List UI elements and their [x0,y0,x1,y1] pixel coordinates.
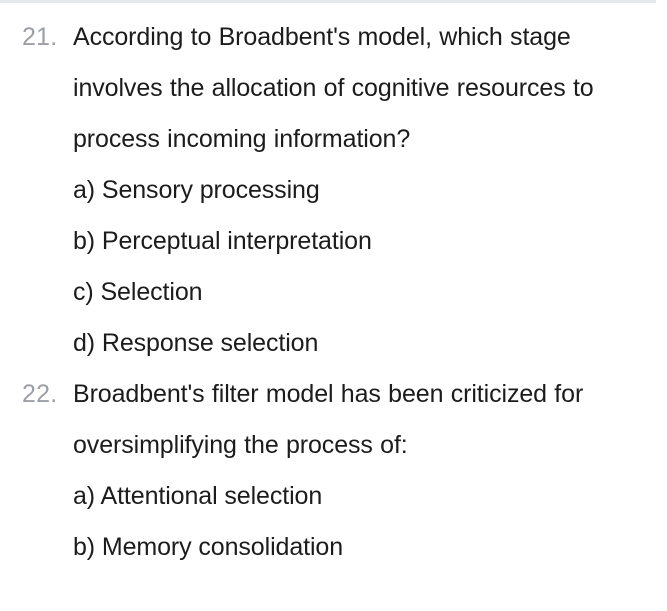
option-item[interactable]: b) Perceptual interpretation [73,216,657,267]
option-label: a) [73,176,102,204]
question-number: 22. [22,380,58,408]
question-text: Broadbent's filter model has been critic… [73,380,584,459]
option-list: a) Sensory processing b) Perceptual inte… [73,165,657,369]
option-text: Response selection [101,329,319,357]
question-item: 21. According to Broadbent's model, whic… [0,12,667,369]
option-item[interactable]: a) Attentional selection [73,471,657,522]
question-item: 22. Broadbent's filter model has been cr… [0,369,667,573]
option-label: a) [73,482,101,510]
option-item[interactable]: a) Sensory processing [73,165,657,216]
option-label: d) [73,329,102,357]
option-label: b) [73,533,102,561]
question-number: 21. [22,23,58,51]
option-item[interactable]: c) Selection [73,267,657,318]
option-label: b) [73,227,102,255]
option-text: Attentional selection [100,482,323,510]
option-text: Perceptual interpretation [101,227,372,255]
option-item[interactable]: b) Memory consolidation [73,522,657,573]
option-list: a) Attentional selection b) Memory conso… [73,471,657,573]
option-label: c) [73,278,101,306]
option-text: Sensory processing [101,176,320,204]
option-text: Selection [100,278,203,306]
option-item[interactable]: d) Response selection [73,318,657,369]
question-list: 21. According to Broadbent's model, whic… [0,12,667,573]
top-divider [0,0,656,3]
question-text: According to Broadbent's model, which st… [73,23,594,153]
option-text: Memory consolidation [101,533,344,561]
